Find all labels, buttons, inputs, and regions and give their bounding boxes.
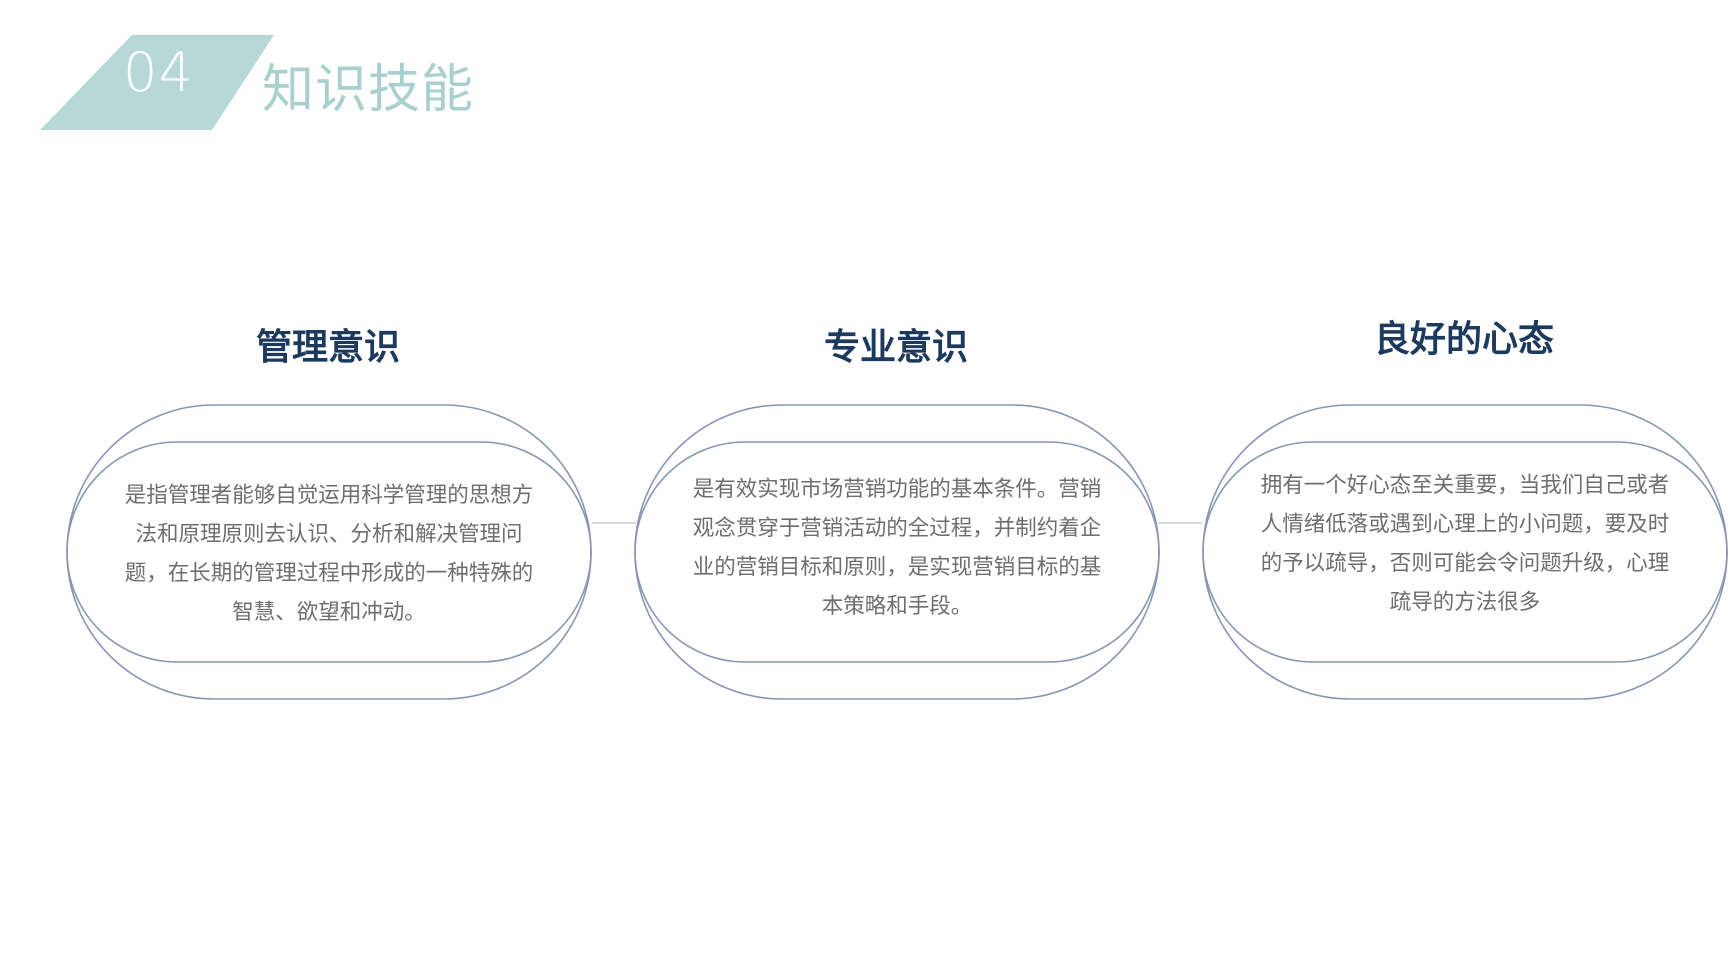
badge-parallelogram [40,35,274,130]
card-outline [634,404,1160,700]
section-number: 04 [123,41,194,104]
section-title: 知识技能 [262,60,475,120]
card-professional-awareness: 是有效实现市场营销功能的基本条件。营销观念贯穿于营销活动的全过程，并制约着企业的… [634,404,1160,700]
card-good-mindset: 拥有一个好心态至关重要，当我们自己或者人情绪低落或遇到心理上的小问题，要及时的予… [1202,404,1728,700]
card-heading-good-mindset: 良好的心态 [1373,319,1554,360]
card-heading-management-awareness: 管理意识 [255,327,400,368]
card-outline [66,404,592,700]
section-number-badge [40,35,274,130]
card-management-awareness: 是指管理者能够自觉运用科学管理的思想方法和原理原则去认识、分析和解决管理问题，在… [66,404,592,700]
card-body-good-mindset: 拥有一个好心态至关重要，当我们自己或者人情绪低落或遇到心理上的小问题，要及时的予… [1260,473,1670,615]
card-outline [1202,404,1728,700]
card-body-professional-awareness: 是有效实现市场营销功能的基本条件。营销观念贯穿于营销活动的全过程，并制约着企业的… [692,477,1102,619]
card-heading-professional-awareness: 专业意识 [823,327,968,368]
card-body-management-awareness: 是指管理者能够自觉运用科学管理的思想方法和原理原则去认识、分析和解决管理问题，在… [124,483,534,625]
